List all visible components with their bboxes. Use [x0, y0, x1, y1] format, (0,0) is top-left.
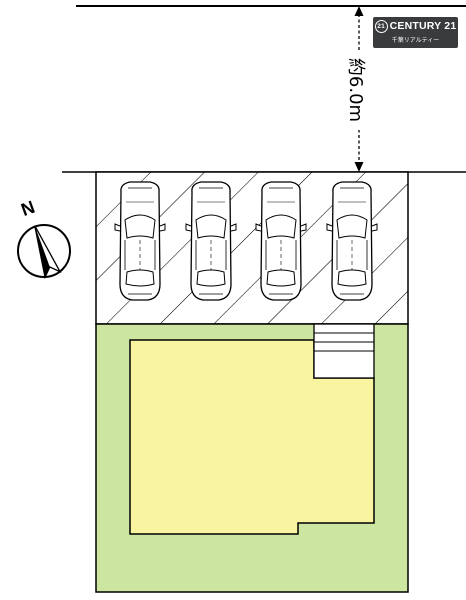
- road-width-label: 約6.0m: [345, 58, 366, 122]
- road-width-dimension: 約6.0m: [345, 6, 373, 172]
- north-compass: N: [17, 197, 71, 280]
- parked-car: [185, 181, 237, 301]
- compass-north-label: N: [18, 197, 37, 220]
- logo-brand-name: CENTURY 21: [389, 20, 457, 32]
- parked-car: [114, 181, 166, 301]
- century21-mark-icon: 21: [374, 20, 388, 33]
- north-arrow-icon: [34, 225, 62, 280]
- entrance-steps: [313, 323, 375, 379]
- parked-car: [255, 181, 307, 301]
- parked-car: [326, 181, 378, 301]
- logo-subtitle: 千葉リアルティー: [391, 37, 440, 44]
- parking-area: [95, 171, 409, 325]
